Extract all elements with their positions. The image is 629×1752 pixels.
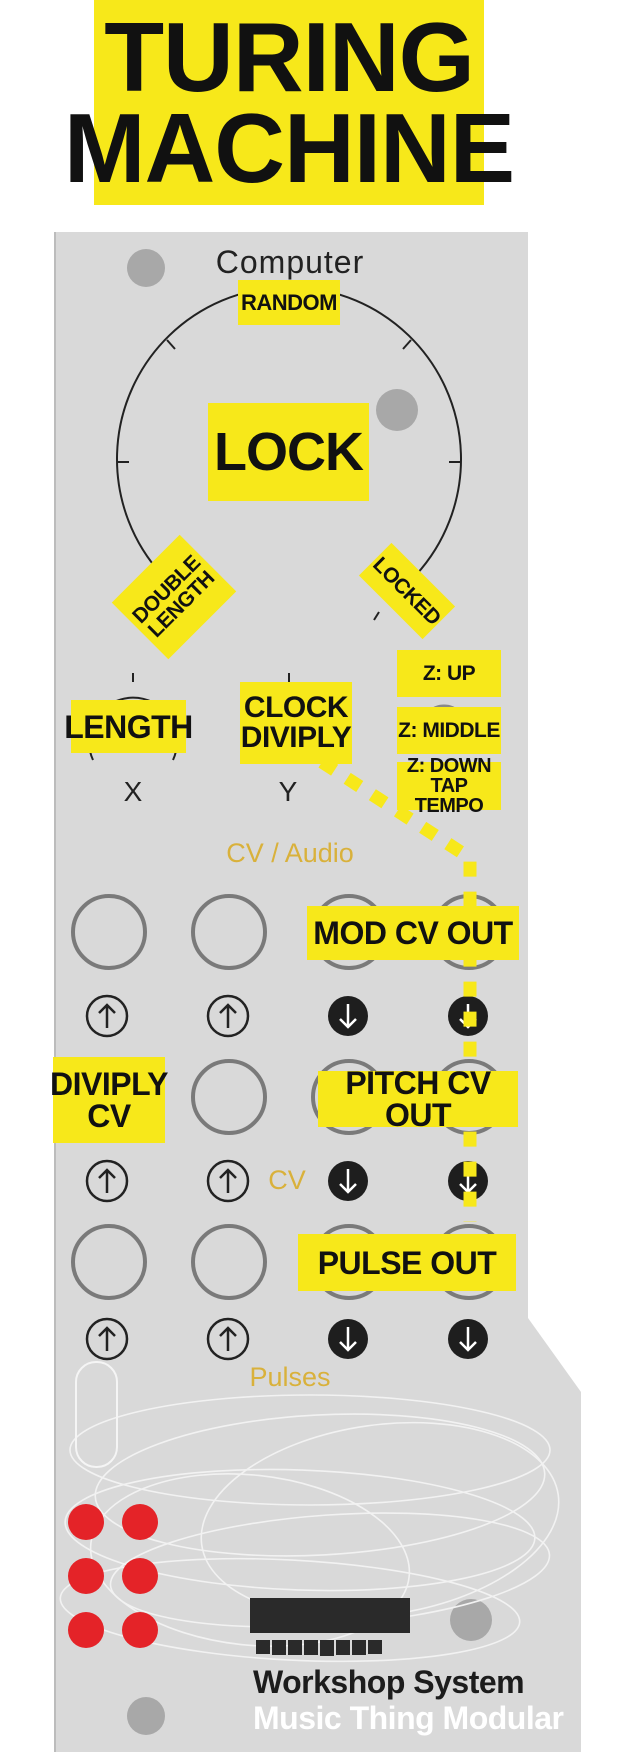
led: [68, 1504, 104, 1540]
jack-y-cv-in: [191, 894, 267, 970]
input-arrow-icons: [85, 994, 250, 1361]
up-arrow-icon: [206, 1317, 250, 1361]
clock-diviply-label: CLOCK DIVIPLY: [240, 682, 352, 764]
screw-bottom-right: [450, 1599, 492, 1641]
switch-slot: [75, 1361, 118, 1468]
brand-music-thing-modular: Music Thing Modular: [253, 1700, 564, 1736]
logo-bar-segments: [256, 1640, 382, 1656]
down-arrow-icon: [448, 1319, 488, 1359]
random-label: RANDOM: [238, 280, 340, 325]
led: [68, 1612, 104, 1648]
x-label: X: [123, 776, 143, 807]
module-title: TURING MACHINE: [64, 0, 515, 205]
cv-audio-section-label: CV / Audio: [226, 838, 354, 868]
led: [122, 1504, 158, 1540]
y-label: Y: [278, 776, 298, 807]
logo-bar: [250, 1598, 410, 1633]
mod-cv-out-label: MOD CV OUT: [307, 906, 519, 960]
up-arrow-icon: [85, 1159, 129, 1203]
led: [122, 1558, 158, 1594]
output-arrow-icons: [328, 996, 488, 1359]
z-middle-label: Z: MIDDLE: [397, 707, 501, 754]
screw-bottom-left: [127, 1697, 165, 1735]
diviply-cv-label: DIVIPLY CV: [50, 1057, 169, 1143]
up-arrow-icon: [206, 994, 250, 1038]
z-down-tap-tempo-label: Z: DOWN TAP TEMPO: [397, 756, 501, 816]
up-arrow-icon: [206, 1159, 250, 1203]
main-knob-marker: [376, 389, 418, 431]
cv-section-label: CV: [268, 1165, 306, 1195]
brand-workshop-system: Workshop System: [253, 1664, 525, 1700]
z-up-label: Z: UP: [397, 650, 501, 697]
pulses-section-label: Pulses: [249, 1362, 331, 1392]
down-arrow-icon: [328, 1319, 368, 1359]
jack-cv-in-2: [191, 1059, 267, 1135]
computer-label: Computer: [215, 244, 365, 280]
down-arrow-icon: [328, 996, 368, 1036]
down-arrow-icon: [328, 1161, 368, 1201]
led: [122, 1612, 158, 1648]
lock-label: LOCK: [208, 403, 369, 501]
jack-pulse-in-1: [71, 1224, 147, 1300]
scribble-texture: [59, 1394, 560, 1663]
up-arrow-icon: [85, 1317, 129, 1361]
jack-pulse-in-2: [191, 1224, 267, 1300]
up-arrow-icon: [85, 994, 129, 1038]
pulse-out-label: PULSE OUT: [298, 1234, 516, 1291]
screw-top-left: [127, 249, 165, 287]
pitch-cv-out-label: PITCH CV OUT: [318, 1067, 518, 1131]
led: [68, 1558, 104, 1594]
led-grid: [68, 1504, 158, 1648]
jack-x-cv-in: [71, 894, 147, 970]
length-label: LENGTH: [64, 700, 193, 753]
